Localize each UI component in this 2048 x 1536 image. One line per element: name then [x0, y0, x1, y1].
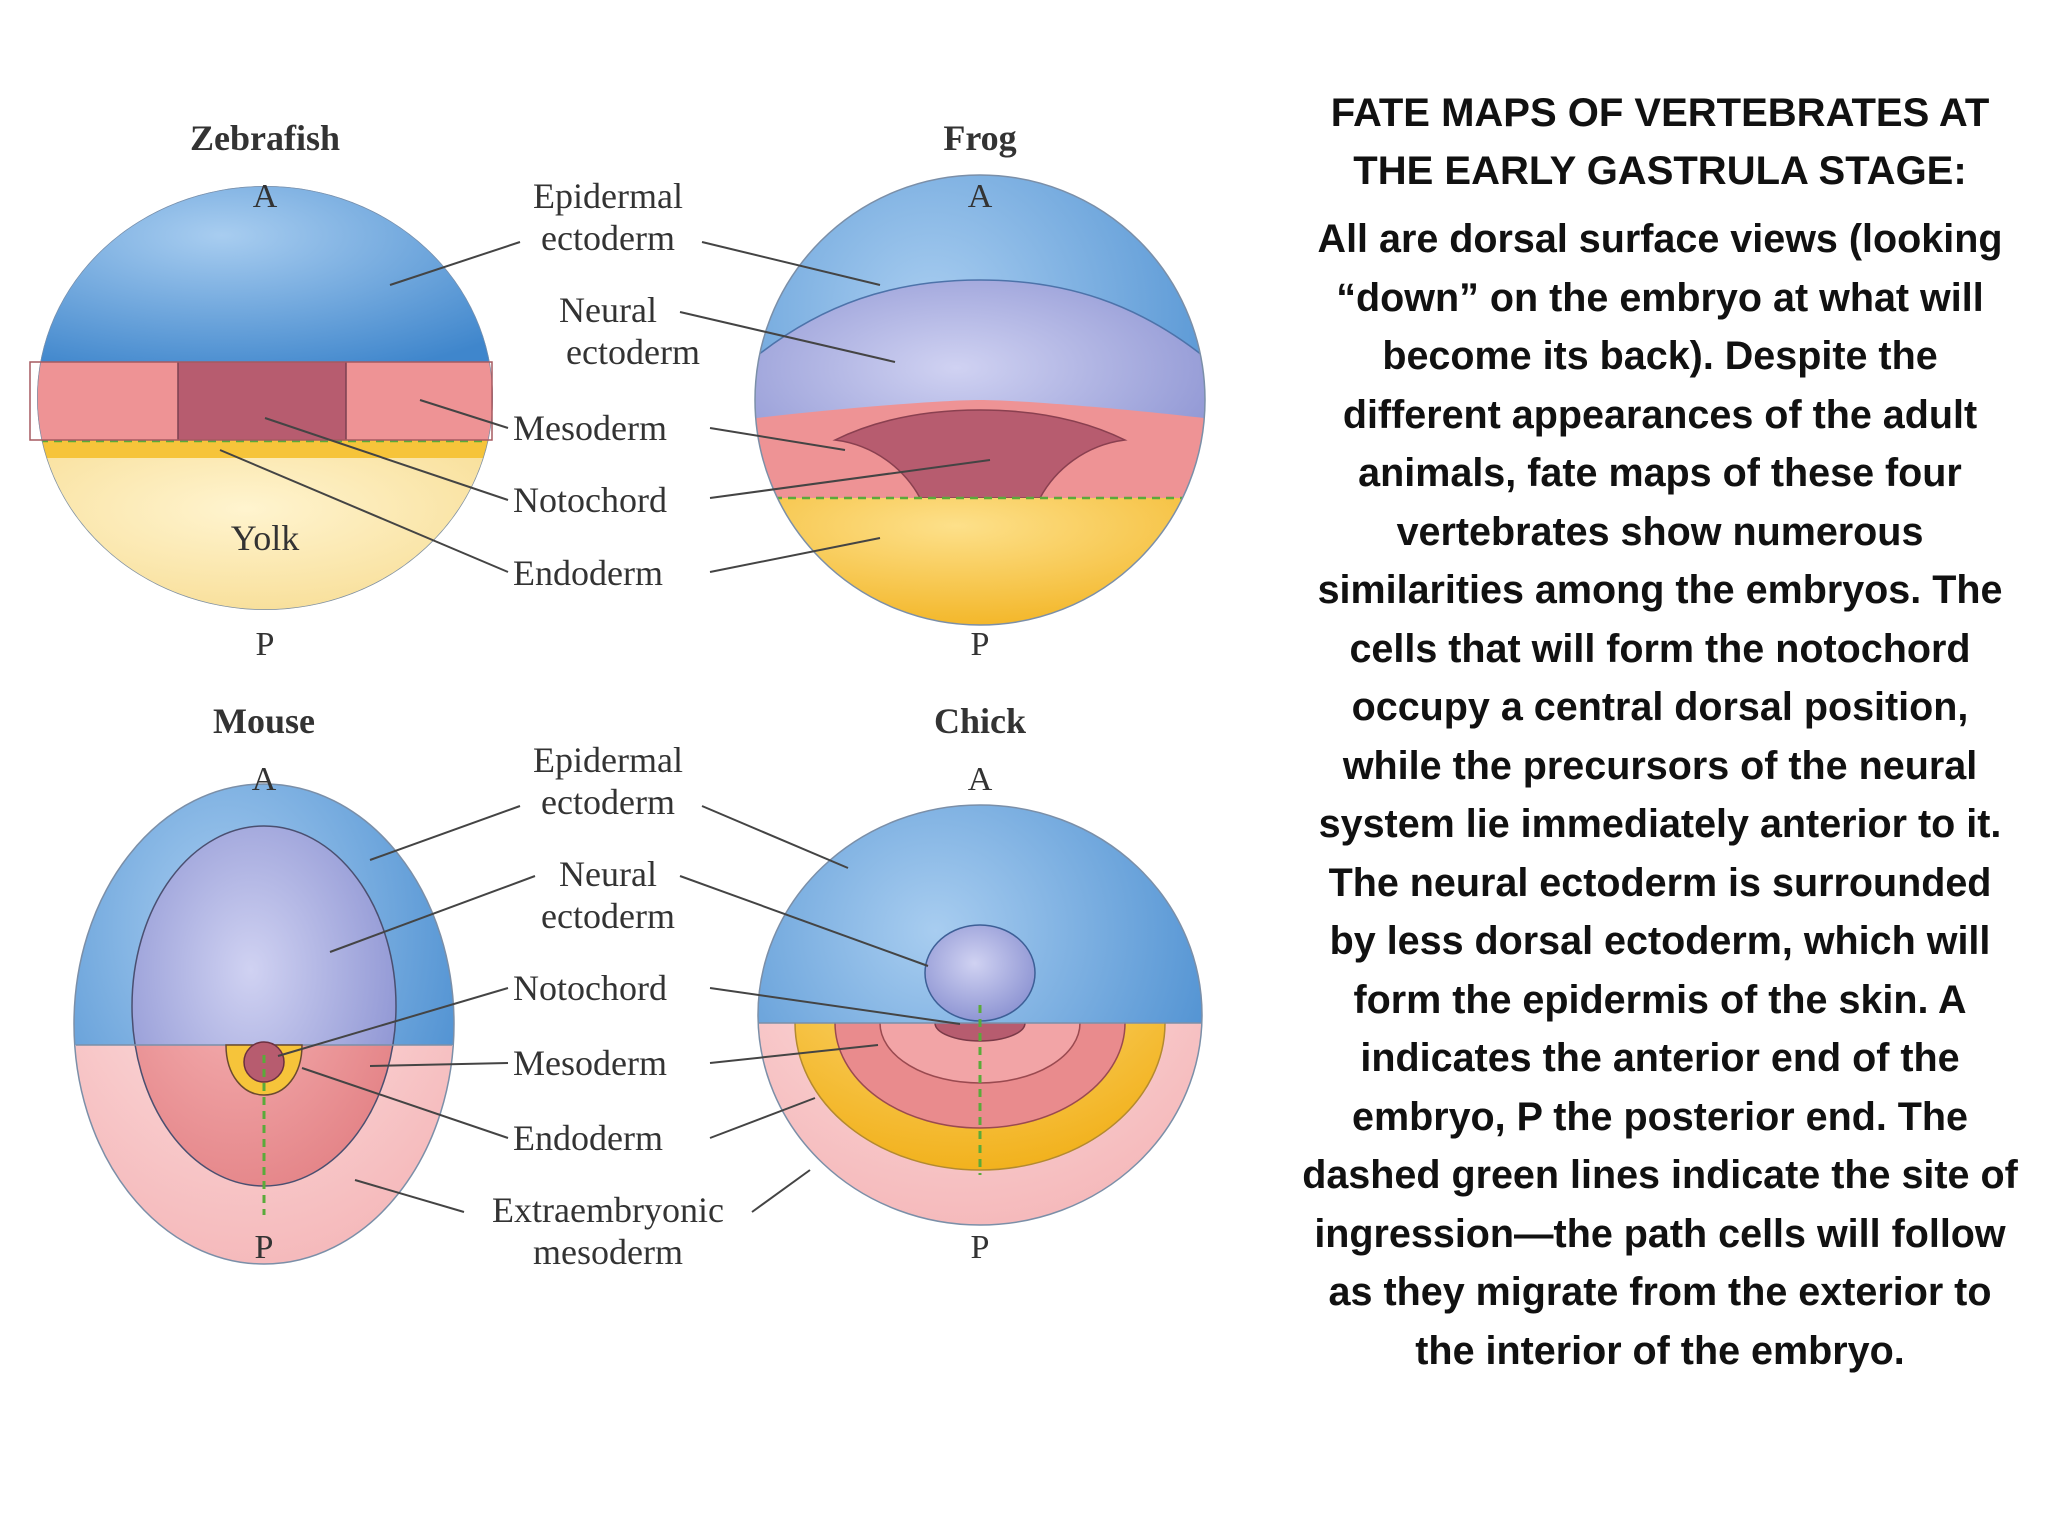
top-label-neural-2: ectoderm [566, 332, 700, 372]
top-label-endoderm: Endoderm [513, 553, 663, 593]
bottom-label-notochord: Notochord [513, 968, 667, 1008]
top-label-epidermal: Epidermal [533, 176, 683, 216]
zebrafish-notochord [178, 362, 346, 440]
chick-anterior-label: A [968, 761, 993, 798]
top-label-neural: Neural [559, 290, 657, 330]
heading-line-2: THE EARLY GASTRULA STAGE: [1353, 149, 1967, 193]
bottom-leader-lines [277, 805, 961, 1213]
frog-anterior-label: A [968, 178, 993, 215]
zebrafish-endoderm [37, 440, 493, 458]
bottom-label-neural: Neural [559, 854, 657, 894]
zebrafish-yolk-label: Yolk [231, 518, 299, 558]
bottom-label-extraembryonic: Extraembryonic [492, 1190, 724, 1230]
zebrafish-embryo: Zebrafish A P Yolk [29, 118, 493, 663]
bottom-label-endoderm: Endoderm [513, 1118, 663, 1158]
frog-embryo: Frog A P [754, 118, 1206, 663]
bottom-label-epidermal-2: ectoderm [541, 782, 675, 822]
description-text: All are dorsal surface views (looking “d… [1302, 217, 2018, 1373]
bottom-label-extraembryonic-2: mesoderm [533, 1232, 683, 1272]
bottom-label-epidermal: Epidermal [533, 740, 683, 780]
top-leader-lines [219, 241, 991, 573]
top-labels: Epidermal ectoderm Neural ectoderm Mesod… [513, 176, 700, 593]
zebrafish-posterior-label: P [256, 626, 275, 663]
top-label-mesoderm: Mesoderm [513, 408, 667, 448]
heading: FATE MAPS OF VERTEBRATES AT THE EARLY GA… [1290, 84, 2030, 200]
frog-title: Frog [943, 118, 1016, 158]
frog-notochord [832, 409, 1128, 499]
zebrafish-anterior-label: A [253, 178, 278, 215]
fate-map-diagram: Zebrafish A P Yolk Frog A P Epidermal ec… [29, 118, 1206, 1272]
mouse-anterior-label: A [252, 761, 277, 798]
chick-posterior-label: P [971, 1229, 990, 1266]
bottom-labels: Epidermal ectoderm Neural ectoderm Notoc… [492, 740, 724, 1272]
bottom-label-mesoderm: Mesoderm [513, 1043, 667, 1083]
top-label-notochord: Notochord [513, 480, 667, 520]
heading-line-1: FATE MAPS OF VERTEBRATES AT [1330, 91, 1990, 135]
mouse-embryo: Mouse A P [73, 701, 455, 1266]
mouse-title: Mouse [213, 701, 315, 741]
frog-posterior-label: P [971, 626, 990, 663]
top-label-epidermal-2: ectoderm [541, 218, 675, 258]
frog-endoderm [755, 498, 1205, 625]
mouse-posterior-label: P [255, 1229, 274, 1266]
chick-epidermal-ectoderm [758, 805, 1202, 1023]
chick-title: Chick [934, 701, 1026, 741]
zebrafish-title: Zebrafish [190, 118, 340, 158]
mouse-neural-ectoderm [132, 826, 396, 1045]
chick-embryo: Chick A P [757, 701, 1203, 1266]
bottom-label-neural-2: ectoderm [541, 896, 675, 936]
